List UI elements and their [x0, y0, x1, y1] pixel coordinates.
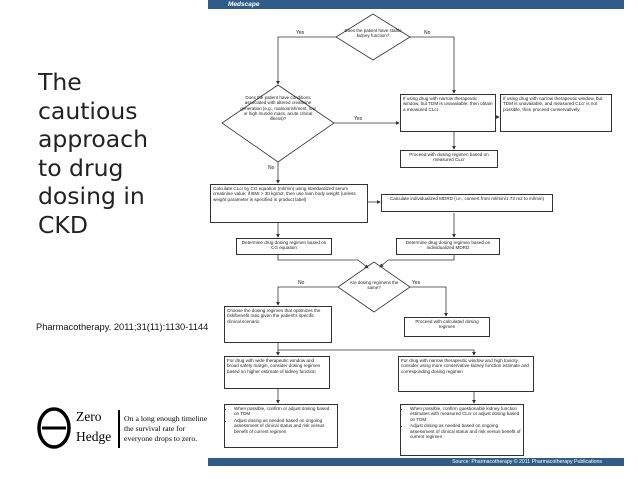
flowchart-connectors [221, 13, 500, 404]
source-credit: Source: Pharmacotherapy © 2011 Pharmacot… [452, 459, 602, 465]
flowchart-footer: Source: Pharmacotherapy © 2011 Pharmacot… [208, 458, 624, 466]
no-label: No [268, 165, 275, 171]
box-right-followup: When possible, confirm questionable kidn… [400, 404, 524, 456]
box-measured-clcr: Proceed with dosing regimen based on mea… [400, 150, 498, 168]
title-line: approach [38, 125, 148, 153]
title-line: dosing in [38, 182, 145, 210]
decision-diamond [335, 13, 411, 61]
box-wide-window: For drug with wide therapeutic window an… [224, 356, 330, 389]
box-left-followup: When possible, confirm or adjust dosing … [224, 404, 338, 448]
flowchart-header: Medscape [208, 0, 624, 9]
logo-tagline: the survival rate for [124, 424, 186, 433]
logo-word-hedge: Hedge [76, 429, 112, 444]
list-item: Adjust dosing as needed based on ongoing… [410, 423, 521, 439]
box-choose-regimen: Choose the dosing regimen that optimizes… [224, 306, 332, 343]
decision-diamond [337, 261, 411, 313]
box-individualized-mdrd: Calculate individualized MDRD (i.e., con… [381, 194, 553, 212]
yes-label: Yes [296, 30, 305, 36]
list-item: When possible, confirm questionable kidn… [410, 406, 521, 422]
decision-stable-kidney: Does the patient have stable kidney func… [344, 28, 402, 39]
box-tdm-measured: If using drug with narrow therapeutic wi… [400, 94, 496, 132]
logo-tagline: On a long enough timeline [124, 414, 208, 423]
title-line: cautious [38, 96, 138, 125]
zerohedge-logo: Zero Hedge On a long enough timeline the… [36, 404, 208, 454]
decision-creatinine-conditions: Does the patient have conditions associa… [240, 95, 316, 122]
no-label: No [424, 30, 431, 36]
yes-label: Yes [412, 280, 421, 286]
box-narrow-window: For drug with narrow therapeutic window … [398, 356, 534, 392]
slide-title: The cautious approach to drug dosing in … [38, 68, 188, 239]
theta-logo-icon [37, 407, 71, 449]
list-item: Adjust dosing as needed based on ongoing… [234, 418, 335, 434]
title-line: CKD [38, 210, 88, 239]
no-label: No [298, 280, 305, 286]
box-regimen-cg: Determine drug dosing regimen based on C… [236, 238, 332, 255]
title-line: The [38, 68, 82, 96]
yes-label: Yes [354, 116, 363, 122]
box-proceed-conservatively: If using drug with narrow therapeutic wi… [500, 94, 612, 132]
medscape-logo: Medscape [228, 1, 260, 8]
list-item: When possible, confirm or adjust dosing … [234, 406, 335, 417]
logo-divider [118, 410, 120, 448]
citation: Pharmacotherapy. 2011;31(11):1130-1144. [36, 322, 211, 332]
box-regimen-mdrd: Determine drug dosing regimen based on i… [396, 238, 500, 255]
title-line: to drug [38, 153, 124, 182]
logo-tagline: everyone drops to zero. [124, 434, 198, 443]
box-proceed-calculated: Proceed with calculated dosing regimen [404, 317, 490, 337]
flowchart: Medscape [208, 0, 624, 466]
logo-word-zero: Zero [76, 409, 102, 424]
box-cg-equation: Calculate CLcr by CG equation (ml/min) u… [210, 184, 368, 223]
decision-regimens-same: Are dosing regimens the same? [349, 280, 399, 291]
